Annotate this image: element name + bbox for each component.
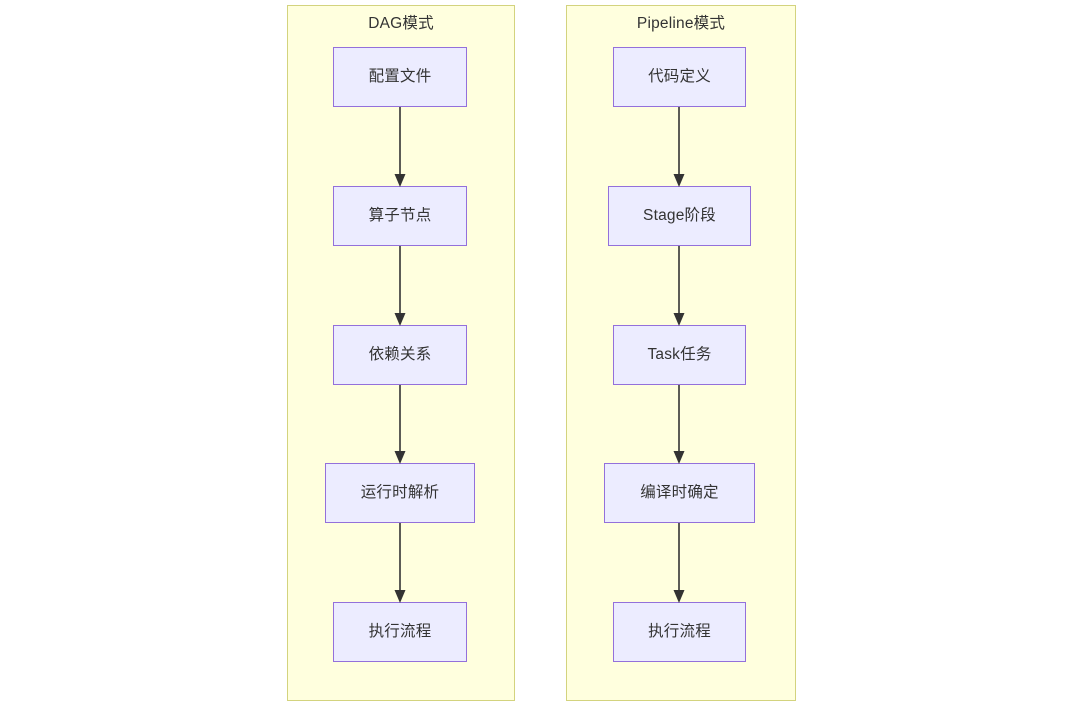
subgraph-pipeline-title: Pipeline模式 <box>636 15 726 32</box>
node-pipeline-2[interactable]: Stage阶段 <box>608 186 751 246</box>
subgraph-dag-title: DAG模式 <box>368 15 434 32</box>
node-pipeline-5-label: 执行流程 <box>648 623 711 640</box>
node-dag-3-label: 依赖关系 <box>368 346 432 363</box>
node-dag-4[interactable]: 运行时解析 <box>325 463 475 523</box>
node-dag-1-label: 配置文件 <box>368 68 432 85</box>
subgraph-pipeline: Pipeline模式 <box>566 5 796 701</box>
node-dag-5[interactable]: 执行流程 <box>333 602 467 662</box>
node-dag-3[interactable]: 依赖关系 <box>333 325 467 385</box>
node-pipeline-5[interactable]: 执行流程 <box>613 602 746 662</box>
node-dag-2[interactable]: 算子节点 <box>333 186 467 246</box>
node-pipeline-3-label: Task任务 <box>647 346 712 363</box>
node-pipeline-1[interactable]: 代码定义 <box>613 47 746 107</box>
node-dag-1[interactable]: 配置文件 <box>333 47 467 107</box>
node-pipeline-1-label: 代码定义 <box>648 68 711 85</box>
node-pipeline-4[interactable]: 编译时确定 <box>604 463 755 523</box>
node-pipeline-3[interactable]: Task任务 <box>613 325 746 385</box>
node-dag-4-label: 运行时解析 <box>360 484 440 501</box>
node-dag-2-label: 算子节点 <box>368 207 432 224</box>
node-dag-5-label: 执行流程 <box>368 623 432 640</box>
node-pipeline-2-label: Stage阶段 <box>643 207 716 224</box>
node-pipeline-4-label: 编译时确定 <box>640 484 719 501</box>
